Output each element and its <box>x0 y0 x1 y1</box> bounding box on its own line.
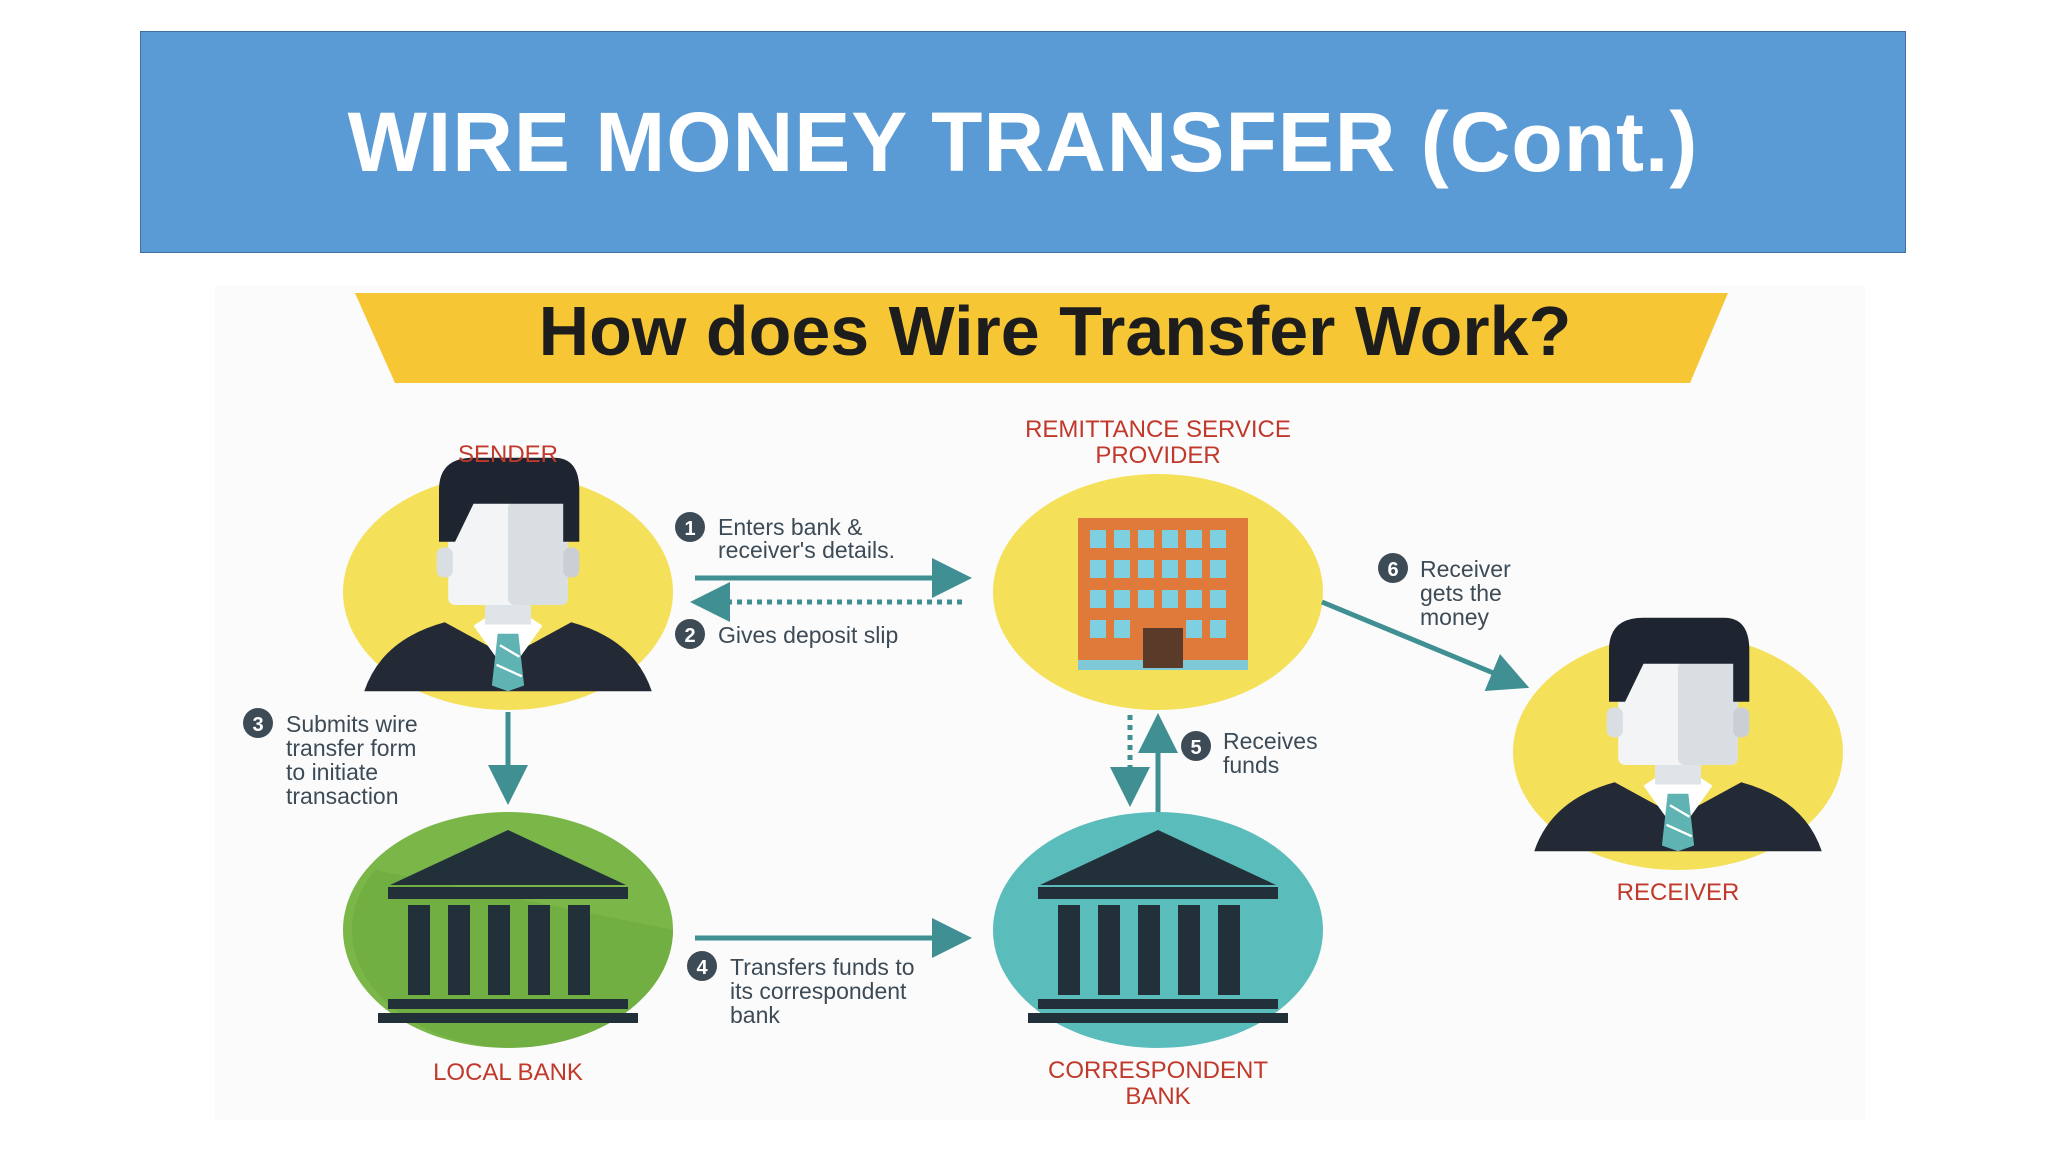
diagram-banner-text: How does Wire Transfer Work? <box>539 292 1572 370</box>
step-3-text-line1: Submits wire <box>286 711 418 737</box>
step-3-text-line3: to initiate <box>286 759 378 785</box>
step-3-text-line4: transaction <box>286 783 399 809</box>
step-4-badge <box>687 951 717 981</box>
receiver-label: RECEIVER <box>1617 879 1740 906</box>
step-1-text-line1: Enters bank & <box>718 514 862 540</box>
slide-title-bar: WIRE MONEY TRANSFER (Cont.) <box>140 31 1906 253</box>
step-6-badge <box>1378 553 1408 583</box>
building-icon <box>1078 518 1248 670</box>
step-4: 4 Transfers funds to its correspondent b… <box>687 951 915 1028</box>
arrow-step-6 <box>1321 599 1530 691</box>
step-2-badge <box>675 619 705 649</box>
sender-node <box>343 456 673 710</box>
remittance-service-provider-node <box>993 474 1323 710</box>
local-bank-node <box>343 812 673 1048</box>
step-6-text-line2: gets the <box>1420 580 1502 606</box>
step-4-text-line2: its correspondent <box>730 978 907 1004</box>
step-5: 5 Receives funds <box>1181 728 1318 778</box>
step-4-text-line1: Transfers funds to <box>730 954 915 980</box>
step-5-text-line1: Receives <box>1223 728 1318 754</box>
sender-label: SENDER <box>458 441 558 468</box>
step-1-text-line2: receiver's details. <box>718 537 895 563</box>
step-4-text-line3: bank <box>730 1002 780 1028</box>
slide-title: WIRE MONEY TRANSFER (Cont.) <box>347 94 1699 189</box>
receiver-node <box>1513 616 1843 870</box>
step-5-badge <box>1181 731 1211 761</box>
step-2-number: 2 <box>684 625 695 647</box>
diagram-banner: How does Wire Transfer Work? <box>355 292 1728 383</box>
step-5-text-line2: funds <box>1223 752 1279 778</box>
rsp-label-line1: REMITTANCE SERVICE <box>1025 416 1291 443</box>
step-6: 6 Receiver gets the money <box>1378 553 1511 630</box>
step-2-text-line1: Gives deposit slip <box>718 622 898 648</box>
step-2: 2 Gives deposit slip <box>675 619 898 649</box>
correspondent-bank-node <box>993 812 1323 1048</box>
rsp-label-line2: PROVIDER <box>1095 442 1220 469</box>
step-labels: 1 Enters bank & receiver's details. 2 Gi… <box>243 512 1511 1028</box>
step-6-number: 6 <box>1387 559 1398 581</box>
step-5-number: 5 <box>1190 737 1201 759</box>
flow-arrows <box>488 558 1530 958</box>
local-bank-label: LOCAL BANK <box>433 1059 583 1086</box>
step-1-number: 1 <box>684 518 695 540</box>
step-6-text-line1: Receiver <box>1420 556 1511 582</box>
step-3-text-line2: transfer form <box>286 735 416 761</box>
step-6-text-line3: money <box>1420 604 1490 630</box>
correspondent-bank-label-line2: BANK <box>1125 1083 1190 1110</box>
step-1: 1 Enters bank & receiver's details. <box>675 512 895 563</box>
step-3: 3 Submits wire transfer form to initiate… <box>243 708 418 809</box>
step-3-badge <box>243 708 273 738</box>
step-3-number: 3 <box>252 714 263 736</box>
step-1-badge <box>675 512 705 542</box>
step-4-number: 4 <box>696 957 708 979</box>
correspondent-bank-label-line1: CORRESPONDENT <box>1048 1057 1268 1084</box>
